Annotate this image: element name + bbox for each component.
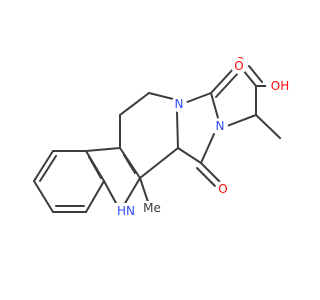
- bond: [119, 92, 150, 116]
- bond: [181, 92, 212, 105]
- bond: [177, 147, 202, 164]
- bond: [226, 114, 257, 127]
- bond: [255, 114, 281, 139]
- bond: [33, 150, 54, 182]
- acid-hydroxyl-label: OH: [271, 79, 289, 93]
- bond: [210, 66, 236, 94]
- bond: [200, 162, 224, 186]
- bond: [85, 147, 121, 152]
- molecule-structure: O OH N N O HN Me O: [33, 54, 294, 219]
- bridge-nitrogen-label: N: [175, 97, 184, 111]
- bond: [148, 92, 178, 101]
- imide-nitrogen-label: N: [216, 119, 225, 133]
- methyl-label: Me: [143, 201, 161, 215]
- bond: [88, 156, 102, 179]
- bond: [103, 180, 118, 206]
- atom-label-layer: O OH N N O HN Me: [112, 54, 294, 219]
- bond: [196, 167, 220, 191]
- bond: [210, 92, 219, 119]
- bond: [242, 69, 257, 87]
- bond: [176, 111, 179, 149]
- bond: [85, 180, 105, 213]
- bond: [215, 71, 240, 98]
- lower-carbonyl-oxygen-label: O: [218, 182, 227, 196]
- bond: [123, 177, 141, 206]
- bond-layer: [33, 65, 281, 213]
- bond: [33, 180, 54, 213]
- bond: [39, 155, 57, 182]
- molecule-canvas: O OH N N O HN Me O: [33, 54, 294, 219]
- bond: [200, 133, 215, 164]
- bond: [248, 65, 263, 83]
- indole-nitrogen-label: HN: [117, 204, 135, 218]
- bond: [139, 147, 179, 179]
- upper-carbonyl-oxygen-label: O: [234, 59, 243, 73]
- bond: [123, 154, 136, 174]
